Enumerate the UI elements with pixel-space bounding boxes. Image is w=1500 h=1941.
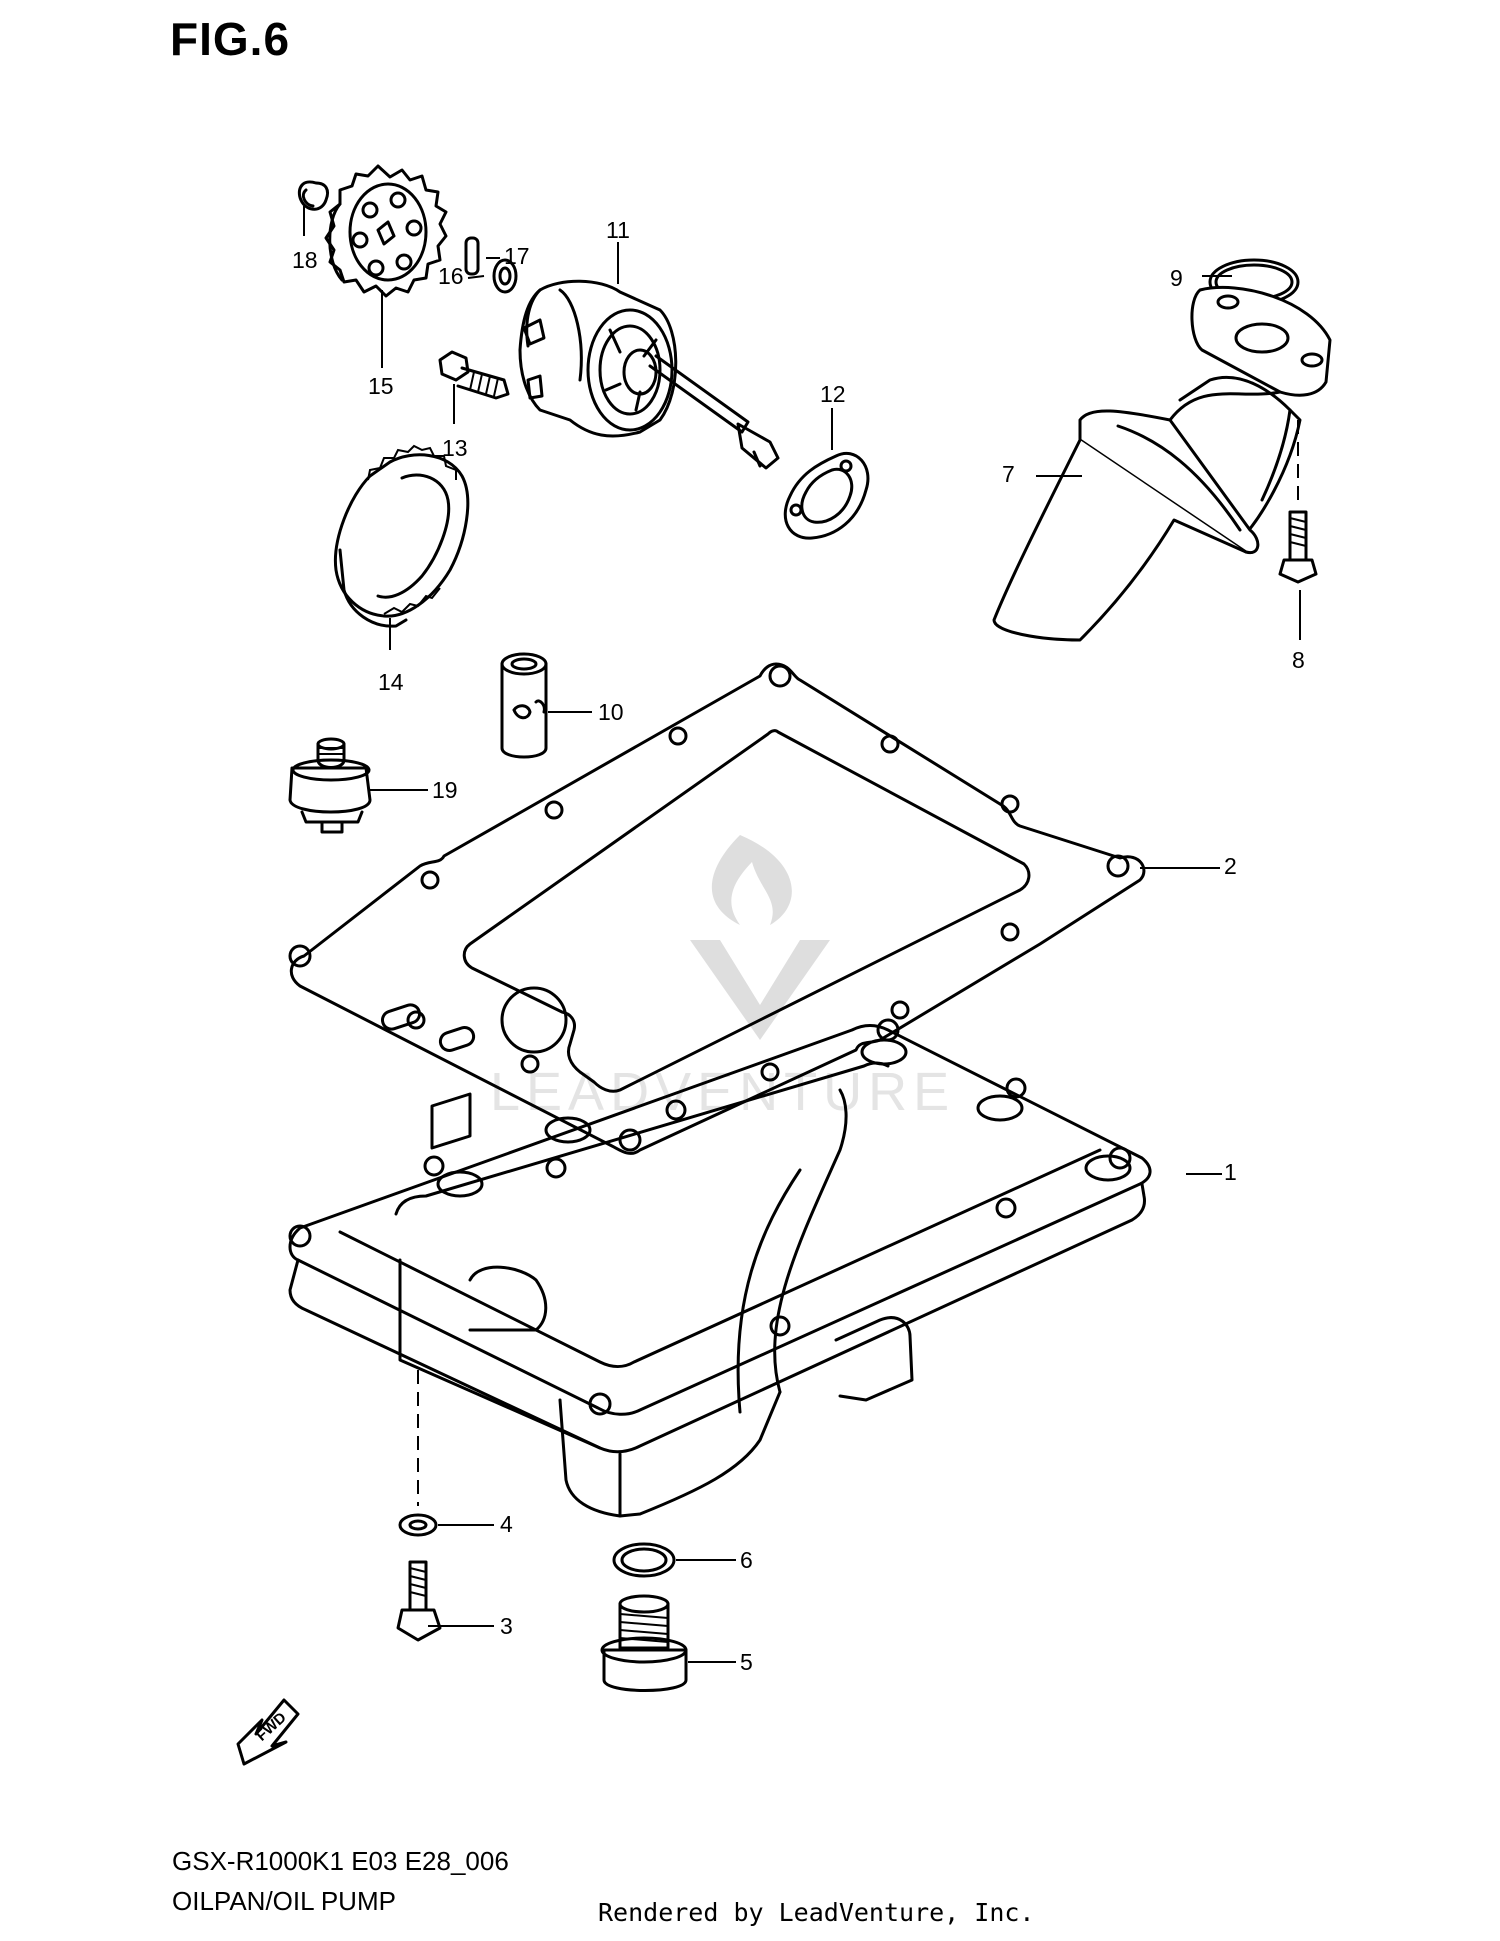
leader-lines <box>303 206 1301 1663</box>
watermark: LEADVENTURE <box>490 835 949 1122</box>
section-name: OILPAN/OIL PUMP <box>172 1886 396 1916</box>
callout-14[interactable]: 14 <box>378 669 404 695</box>
callout-10[interactable]: 10 <box>598 699 624 725</box>
callout-3[interactable]: 3 <box>500 1613 513 1639</box>
part-13-bolt[interactable] <box>438 350 510 400</box>
callout-5[interactable]: 5 <box>740 1649 753 1675</box>
callout-9[interactable]: 9 <box>1170 265 1183 291</box>
part-3-bolt[interactable] <box>396 1560 442 1642</box>
callout-12[interactable]: 12 <box>820 381 846 407</box>
callout-7[interactable]: 7 <box>1002 461 1015 487</box>
figure-title: FIG.6 <box>170 13 291 65</box>
part-10-sleeve[interactable] <box>500 652 548 759</box>
part-4-washer[interactable] <box>398 1513 438 1537</box>
part-19-pressure-switch[interactable] <box>288 737 372 834</box>
render-credit: Rendered by LeadVenture, Inc. <box>598 1898 1035 1927</box>
callout-8[interactable]: 8 <box>1292 647 1305 673</box>
callout-13[interactable]: 13 <box>442 435 468 461</box>
callout-1[interactable]: 1 <box>1224 1159 1237 1185</box>
part-2-oilpan-gasket[interactable] <box>288 662 1146 1155</box>
part-14-gear-ring[interactable] <box>333 444 470 628</box>
callout-4[interactable]: 4 <box>500 1511 513 1537</box>
callout-labels: 1 2 3 4 5 6 7 8 9 10 11 12 13 14 15 16 1… <box>292 217 1305 1675</box>
part-1-oil-pan[interactable] <box>288 1018 1152 1518</box>
callout-11[interactable]: 11 <box>606 217 630 243</box>
part-7-oil-strainer[interactable] <box>992 285 1332 642</box>
callout-16[interactable]: 16 <box>438 263 464 289</box>
model-code: GSX-R1000K1 E03 E28_006 <box>172 1846 509 1876</box>
part-16-washer[interactable] <box>492 258 518 294</box>
part-6-gasket[interactable] <box>612 1542 676 1578</box>
part-15-sprocket[interactable] <box>324 164 448 298</box>
part-12-gasket[interactable] <box>783 451 870 540</box>
callout-17[interactable]: 17 <box>504 243 530 269</box>
callout-19[interactable]: 19 <box>432 777 458 803</box>
callout-2[interactable]: 2 <box>1224 853 1237 879</box>
callout-6[interactable]: 6 <box>740 1547 753 1573</box>
part-5-drain-plug[interactable] <box>600 1594 688 1692</box>
part-8-bolt[interactable] <box>1278 510 1318 584</box>
part-17-pin[interactable] <box>464 236 480 276</box>
part-18-circlip[interactable] <box>297 180 330 211</box>
callout-18[interactable]: 18 <box>292 247 318 273</box>
forward-arrow-icon: FWD <box>236 1698 300 1766</box>
part-11-oil-pump[interactable] <box>518 279 780 470</box>
callout-15[interactable]: 15 <box>368 373 394 399</box>
